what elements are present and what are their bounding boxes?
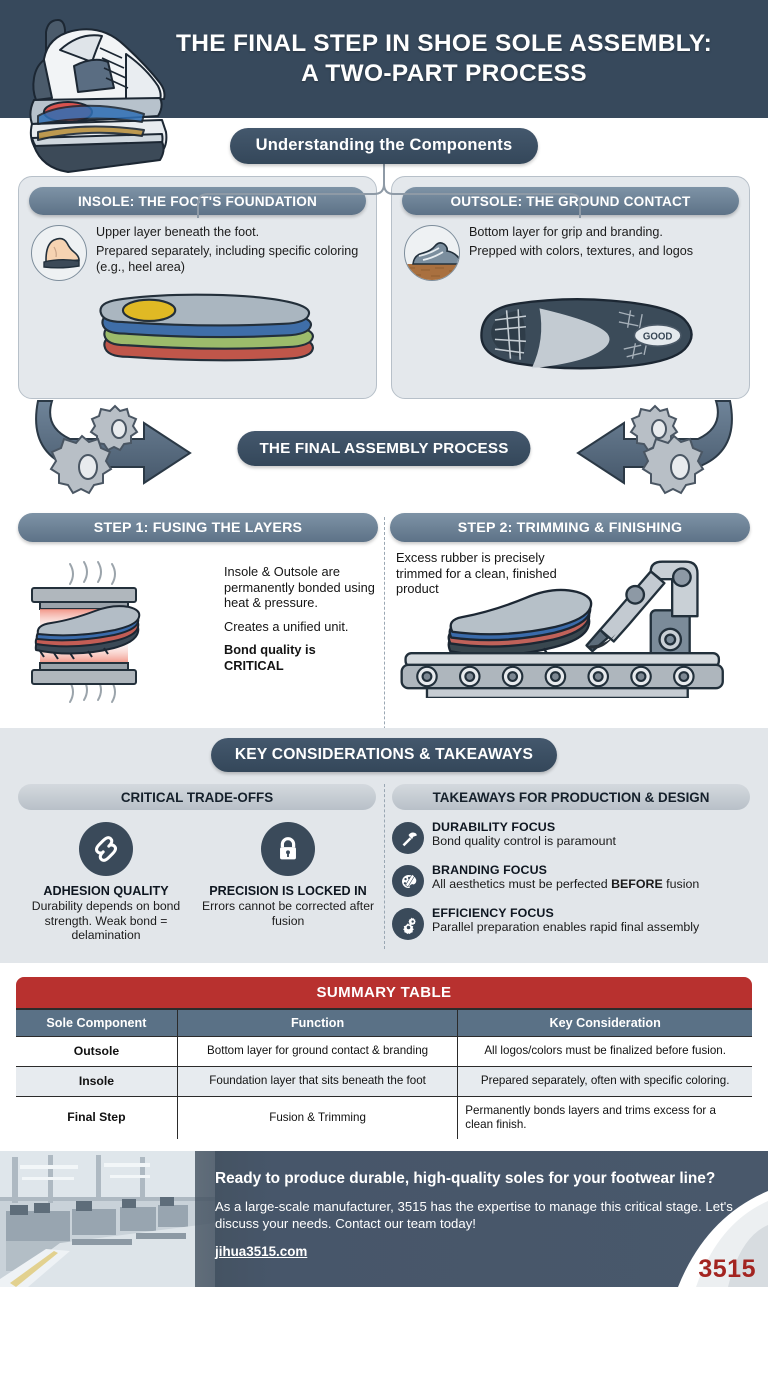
table-row: Final Step Fusion & Trimming Permanently… bbox=[16, 1095, 752, 1140]
table-row: Outsole Bottom layer for ground contact … bbox=[16, 1036, 752, 1067]
takeaway-durability-text: Bond quality control is paramount bbox=[432, 834, 616, 848]
table-cell-function: Fusion & Trimming bbox=[176, 1095, 459, 1140]
tradeoff-adhesion-quality: ADHESION QUALITY Durability depends on b… bbox=[18, 822, 194, 943]
lock-icon bbox=[261, 822, 315, 876]
card-outsole-title: OUTSOLE: THE GROUND CONTACT bbox=[402, 187, 739, 215]
step-1-p2: Creates a unified unit. bbox=[224, 618, 349, 634]
step-1-p3: Bond quality is CRITICAL bbox=[224, 642, 316, 674]
link-chain-icon bbox=[79, 822, 133, 876]
table-cell-function: Foundation layer that sits beneath the f… bbox=[176, 1065, 459, 1097]
outsole-tread-illustration: GOOD bbox=[480, 298, 693, 370]
card-insole-text: Upper layer beneath the foot. Prepared s… bbox=[96, 225, 364, 279]
tradeoff-precision-locked: PRECISION IS LOCKED IN Errors cannot be … bbox=[200, 822, 376, 943]
heat-press-illustration bbox=[31, 561, 141, 703]
understanding-section-header: Understanding the Components bbox=[0, 118, 768, 218]
table-header-consideration: Key Consideration bbox=[457, 1008, 752, 1037]
summary-table-caption: SUMMARY TABLE bbox=[16, 977, 752, 1008]
cta-content: Ready to produce durable, high-quality s… bbox=[215, 1170, 750, 1261]
card-outsole: OUTSOLE: THE GROUND CONTACT Bottom layer… bbox=[391, 176, 750, 399]
assembly-arrows bbox=[35, 400, 733, 495]
tradeoff-precision-title: PRECISION IS LOCKED IN bbox=[209, 884, 367, 898]
table-cell-component: Outsole bbox=[16, 1036, 178, 1067]
cta-website-link[interactable]: jihua3515.com bbox=[215, 1243, 308, 1259]
tradeoff-precision-text: Errors cannot be corrected after fusion bbox=[201, 899, 375, 928]
final-assembly-row: THE FINAL ASSEMBLY PROCESS bbox=[0, 399, 768, 511]
page-title: THE FINAL STEP IN SHOE SOLE ASSEMBLY: A … bbox=[144, 29, 744, 89]
table-header-component: Sole Component bbox=[16, 1008, 178, 1037]
takeaway-branding-text: All aesthetics must be perfected BEFORE … bbox=[432, 877, 699, 892]
table-cell-consideration: Prepared separately, often with specific… bbox=[457, 1065, 752, 1097]
card-insole-line2: Prepared separately, including specific … bbox=[96, 243, 359, 274]
table-cell-component: Insole bbox=[16, 1065, 178, 1097]
summary-table-wrap: SUMMARY TABLE Sole Component Function Ke… bbox=[0, 963, 768, 1151]
takeaway-branding-bold: BEFORE bbox=[611, 877, 663, 891]
page-title-line1: THE FINAL STEP IN SHOE SOLE ASSEMBLY: bbox=[175, 30, 713, 58]
key-columns-divider bbox=[384, 784, 385, 949]
critical-tradeoffs-column: CRITICAL TRADE-OFFS ADHESION QUALITY bbox=[10, 784, 384, 949]
card-outsole-text: Bottom layer for grip and branding. Prep… bbox=[469, 225, 693, 263]
step-1-text: Insole & Outsole are permanently bonded … bbox=[224, 552, 378, 712]
table-cell-component: Final Step bbox=[16, 1095, 178, 1140]
takeaway-efficiency-title: EFFICIENCY FOCUS bbox=[432, 906, 554, 920]
hammer-icon bbox=[392, 822, 424, 854]
step-1-p1: Insole & Outsole are permanently bonded … bbox=[224, 564, 375, 611]
factory-photo bbox=[0, 1151, 215, 1288]
process-steps: STEP 1: FUSING THE LAYERS bbox=[0, 511, 768, 864]
takeaway-efficiency-text: Parallel preparation enables rapid final… bbox=[432, 920, 700, 934]
connector-lines bbox=[197, 162, 581, 218]
table-row: Insole Foundation layer that sits beneat… bbox=[16, 1065, 752, 1097]
summary-table: SUMMARY TABLE Sole Component Function Ke… bbox=[14, 975, 754, 1142]
final-assembly-pill: THE FINAL ASSEMBLY PROCESS bbox=[237, 431, 531, 466]
table-header-row: Sole Component Function Key Consideratio… bbox=[16, 1008, 752, 1037]
takeaway-branding-title: BRANDING FOCUS bbox=[432, 863, 547, 877]
cta-footer: Ready to produce durable, high-quality s… bbox=[0, 1151, 768, 1288]
tradeoff-adhesion-text: Durability depends on bond strength. Wea… bbox=[31, 899, 181, 943]
insole-layers-illustration bbox=[99, 293, 314, 362]
page-curl bbox=[678, 1191, 768, 1288]
takeaway-durability-title: DURABILITY FOCUS bbox=[432, 820, 556, 834]
paint-palette-icon bbox=[392, 865, 424, 897]
tradeoff-adhesion-title: ADHESION QUALITY bbox=[43, 884, 169, 898]
takeaway-efficiency: EFFICIENCY FOCUS Parallel preparation en… bbox=[392, 906, 750, 940]
robot-arm-conveyor-illustration bbox=[400, 560, 724, 700]
takeaway-durability: DURABILITY FOCUS Bond quality control is… bbox=[392, 820, 750, 854]
cta-heading: Ready to produce durable, high-quality s… bbox=[215, 1170, 716, 1188]
sneaker-illustration bbox=[29, 19, 168, 173]
step-2: STEP 2: TRIMMING & FINISHING Excess rubb… bbox=[384, 513, 756, 712]
table-cell-consideration: Permanently bonds layers and trims exces… bbox=[457, 1095, 752, 1140]
key-considerations-section: KEY CONSIDERATIONS & TAKEAWAYS CRITICAL … bbox=[0, 728, 768, 963]
takeaway-branding-text-before: All aesthetics must be perfected bbox=[432, 877, 612, 891]
brand-logo-3515: 3515 bbox=[698, 1255, 756, 1284]
table-header-function: Function bbox=[176, 1008, 459, 1037]
card-insole-line1: Upper layer beneath the foot. bbox=[96, 225, 260, 239]
takeaway-branding: BRANDING FOCUS All aesthetics must be pe… bbox=[392, 863, 750, 897]
outsole-logo-text: GOOD bbox=[643, 331, 673, 342]
critical-tradeoffs-heading: CRITICAL TRADE-OFFS bbox=[18, 784, 376, 810]
steps-divider bbox=[384, 517, 385, 864]
table-cell-consideration: All logos/colors must be finalized befor… bbox=[457, 1036, 752, 1067]
gears-icon bbox=[392, 908, 424, 940]
table-cell-function: Bottom layer for ground contact & brandi… bbox=[176, 1036, 459, 1067]
step-2-text: Excess rubber is precisely trimmed for a… bbox=[396, 550, 557, 597]
card-outsole-line1: Bottom layer for grip and branding. bbox=[469, 225, 663, 239]
key-considerations-title: KEY CONSIDERATIONS & TAKEAWAYS bbox=[210, 738, 558, 772]
cta-body: As a large-scale manufacturer, 3515 has … bbox=[215, 1198, 733, 1232]
understanding-pill: Understanding the Components bbox=[229, 128, 539, 164]
shoe-on-ground-icon bbox=[404, 225, 460, 281]
takeaway-branding-text-after: fusion bbox=[662, 877, 700, 891]
takeaways-heading: TAKEAWAYS FOR PRODUCTION & DESIGN bbox=[392, 784, 750, 810]
cta-overlay bbox=[195, 1151, 768, 1288]
foot-icon bbox=[31, 225, 87, 281]
step-1: STEP 1: FUSING THE LAYERS bbox=[12, 513, 384, 712]
gear-icon bbox=[89, 404, 139, 452]
step-1-title: STEP 1: FUSING THE LAYERS bbox=[18, 513, 378, 542]
step-2-title: STEP 2: TRIMMING & FINISHING bbox=[390, 513, 750, 542]
card-outsole-line2: Prepped with colors, textures, and logos bbox=[469, 243, 694, 258]
takeaways-column: TAKEAWAYS FOR PRODUCTION & DESIGN DURABI… bbox=[384, 784, 758, 949]
page-title-line2: A TWO-PART PROCESS bbox=[301, 60, 587, 87]
